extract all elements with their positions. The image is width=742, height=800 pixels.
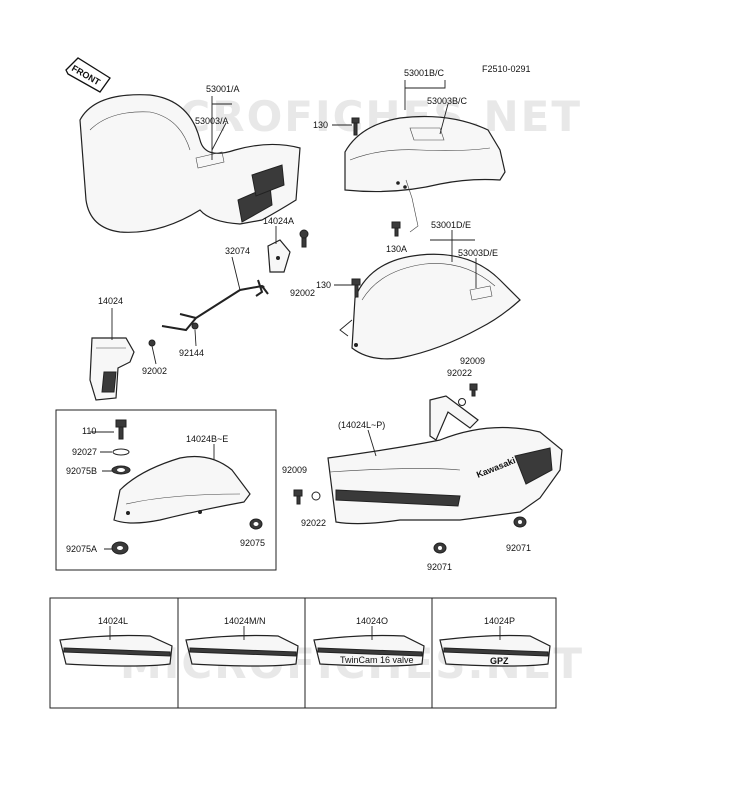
leader-53001bc bbox=[404, 80, 446, 110]
leader-92002-lower bbox=[151, 345, 157, 365]
leader-53001de bbox=[430, 230, 475, 262]
guard-14024-drawing bbox=[89, 337, 135, 401]
variant-14024mn-drawing bbox=[185, 634, 299, 667]
variant-14024p-drawing: GPZ bbox=[439, 634, 551, 667]
part-label: 92002 bbox=[142, 366, 167, 376]
seat-cover-53001de-drawing bbox=[339, 253, 521, 360]
seat-53001a-drawing bbox=[79, 94, 301, 233]
variant-label: 14024O bbox=[356, 616, 388, 626]
screw-92144-icon bbox=[191, 322, 199, 330]
inset-leaders bbox=[90, 431, 114, 550]
part-label: 92075A bbox=[66, 544, 97, 554]
bolt-92009-top-icon bbox=[469, 383, 478, 397]
front-arrow-icon: FRONT bbox=[65, 57, 111, 93]
part-label: 32074 bbox=[225, 246, 250, 256]
part-label: 53003/A bbox=[195, 116, 229, 126]
inset-frame bbox=[55, 409, 277, 571]
screw-92002-icon bbox=[299, 229, 309, 248]
screw-92002-lower-icon bbox=[148, 339, 156, 347]
variant-label: 14024P bbox=[484, 616, 515, 626]
part-label: 53001D/E bbox=[431, 220, 471, 230]
bolt-130-icon bbox=[351, 117, 360, 136]
grommet-92075a-icon bbox=[111, 541, 129, 555]
grommet-92075b-icon bbox=[111, 465, 131, 475]
variant-14024o-drawing: TwinCam 16 valve bbox=[313, 634, 425, 667]
part-label: 14024A bbox=[263, 216, 294, 226]
bolt-92009-left-icon bbox=[293, 489, 303, 505]
nut-92071-right-icon bbox=[513, 516, 527, 528]
part-label: 92144 bbox=[179, 348, 204, 358]
part-label: 53001/A bbox=[206, 84, 240, 94]
part-label: 14024B~E bbox=[186, 434, 228, 444]
leader-14024lp bbox=[367, 429, 377, 457]
decal-text: TwinCam 16 valve bbox=[340, 655, 414, 665]
part-label: 53003B/C bbox=[427, 96, 468, 106]
part-label: 92071 bbox=[427, 562, 452, 572]
bolt-130a-icon bbox=[391, 221, 401, 237]
part-label: 92002 bbox=[290, 288, 315, 298]
stay-32074-drawing bbox=[161, 279, 269, 332]
part-label: 92027 bbox=[72, 447, 97, 457]
part-label: 92075 bbox=[240, 538, 265, 548]
variant-label: 14024M/N bbox=[224, 616, 266, 626]
part-label: 92009 bbox=[460, 356, 485, 366]
bolt-110-icon bbox=[115, 419, 127, 440]
bracket-14024a-drawing bbox=[267, 239, 291, 273]
decal-logo: GPZ bbox=[490, 656, 509, 666]
washer-92022-left-icon bbox=[311, 491, 321, 501]
leader-92144 bbox=[194, 329, 197, 347]
part-label: 130A bbox=[386, 244, 407, 254]
part-label: 130 bbox=[313, 120, 328, 130]
seat-cowl-53001bc-drawing bbox=[344, 115, 506, 233]
grommet-92075-icon bbox=[249, 518, 263, 530]
variant-14024l-drawing bbox=[59, 634, 173, 667]
part-label: 92071 bbox=[506, 543, 531, 553]
part-label: 92022 bbox=[301, 518, 326, 528]
nut-92071-left-icon bbox=[433, 542, 447, 554]
part-label: (14024L~P) bbox=[338, 420, 385, 430]
part-label: 14024 bbox=[98, 296, 123, 306]
part-label: 130 bbox=[316, 280, 331, 290]
cowl-14024be-drawing bbox=[113, 455, 251, 524]
part-label: 92009 bbox=[282, 465, 307, 475]
leader-32074 bbox=[231, 256, 241, 291]
figure-code: F2510-0291 bbox=[482, 64, 531, 74]
variant-label: 14024L bbox=[98, 616, 128, 626]
part-label: 92022 bbox=[447, 368, 472, 378]
variant-frame bbox=[49, 597, 557, 709]
leader-53001a bbox=[211, 96, 232, 160]
part-label: 53003D/E bbox=[458, 248, 498, 258]
washer-92022-top-icon bbox=[458, 398, 466, 406]
bolt-130-lower-icon bbox=[351, 278, 361, 298]
leader-53003a bbox=[211, 122, 227, 151]
leader-53003bc bbox=[439, 103, 449, 135]
part-label: 110 bbox=[82, 426, 96, 436]
part-label: 53001B/C bbox=[404, 68, 445, 78]
tail-cowl-14024lp-drawing: Kawasaki bbox=[327, 395, 563, 525]
washer-92027-icon bbox=[112, 448, 130, 456]
part-label: 92075B bbox=[66, 466, 97, 476]
